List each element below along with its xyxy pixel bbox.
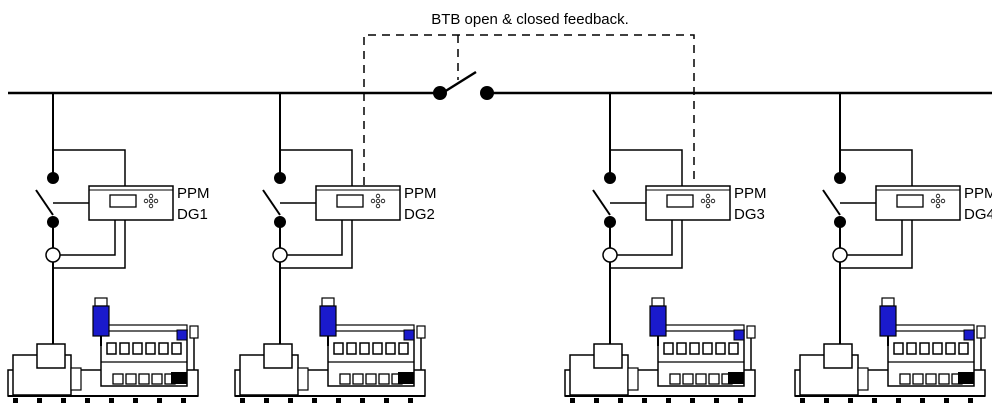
- unit-label-line1: PPM: [404, 185, 437, 202]
- controller-icon: [645, 185, 731, 221]
- btb-feedback-wiring: [363, 34, 695, 185]
- controller-icon: [875, 185, 961, 221]
- unit-label-line1: PPM: [177, 185, 210, 202]
- unit-label-line2: DG3: [734, 206, 765, 223]
- generator-set-icon: [7, 297, 199, 403]
- current-transformer-icon: [602, 247, 618, 263]
- controller-icon: [88, 185, 174, 221]
- generator-set-icon: [564, 297, 756, 403]
- unit-label-line1: PPM: [734, 185, 767, 202]
- feedback-title: BTB open & closed feedback.: [431, 11, 629, 28]
- generator-section-2: PPM DG2: [234, 93, 437, 403]
- generator-section-4: PPM DG4: [794, 93, 992, 403]
- generator-set-icon: [234, 297, 426, 403]
- circuit-breaker-icon: [262, 172, 286, 228]
- circuit-breaker-icon: [35, 172, 59, 228]
- current-transformer-icon: [832, 247, 848, 263]
- current-transformer-icon: [45, 247, 61, 263]
- unit-label-line2: DG2: [404, 206, 435, 223]
- generator-set-icon: [794, 297, 986, 403]
- unit-label-line2: DG1: [177, 206, 208, 223]
- circuit-breaker-icon: [822, 172, 846, 228]
- unit-label-line1: PPM: [964, 185, 992, 202]
- circuit-breaker-icon: [592, 172, 616, 228]
- controller-icon: [315, 185, 401, 221]
- current-transformer-icon: [272, 247, 288, 263]
- unit-label-line2: DG4: [964, 206, 992, 223]
- bus-tie-breaker-icon: [433, 70, 494, 100]
- generator-section-1: PPM DG1: [7, 93, 210, 403]
- generator-section-3: PPM DG3: [564, 93, 767, 403]
